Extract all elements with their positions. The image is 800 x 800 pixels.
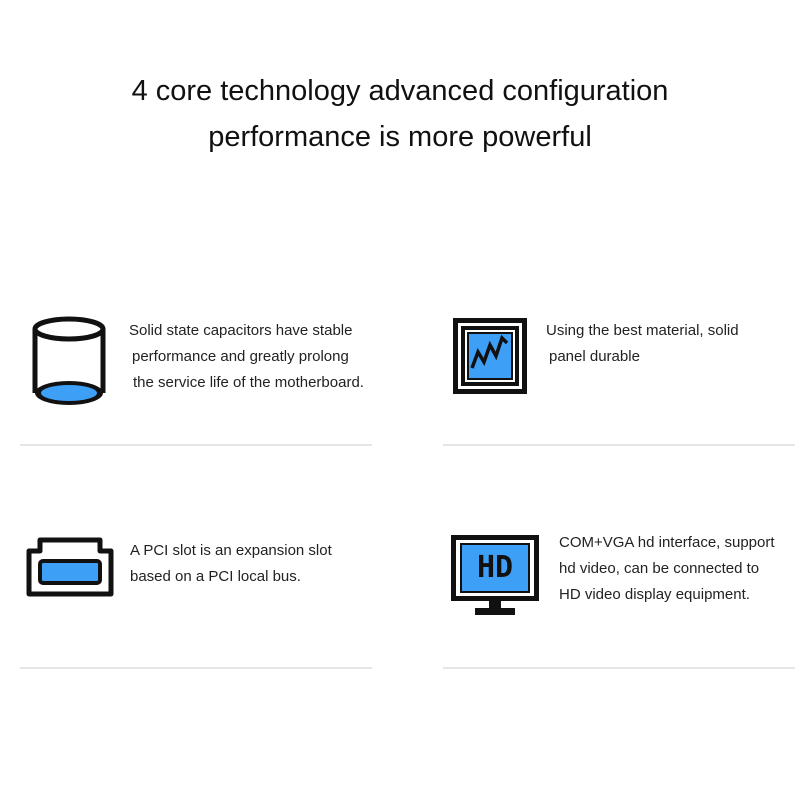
divider-left-bottom xyxy=(20,667,372,669)
divider-right-top xyxy=(443,444,795,446)
hd-desc-line-1: COM+VGA hd interface, support xyxy=(559,534,775,551)
panel-desc-line-2: panel durable xyxy=(549,348,640,365)
hd-description: COM+VGA hd interface, support hd video, … xyxy=(559,530,775,608)
capacitor-desc-line-1: Solid state capacitors have stable xyxy=(129,322,353,339)
headline: 4 core technology advanced configuration… xyxy=(0,68,800,160)
hd-desc-line-2: hd video, can be connected to xyxy=(559,560,760,577)
panel-description: Using the best material, solid panel dur… xyxy=(546,318,739,370)
pci-description: A PCI slot is an expansion slot based on… xyxy=(130,538,332,590)
capacitor-description: Solid state capacitors have stable perfo… xyxy=(129,318,364,396)
headline-line-2: performance is more powerful xyxy=(208,121,592,153)
capacitor-desc-line-2: performance and greatly prolong xyxy=(132,348,349,365)
capacitor-desc-line-3: the service life of the motherboard. xyxy=(133,374,364,391)
hd-desc-line-3: HD video display equipment. xyxy=(559,586,750,603)
capacitor-icon xyxy=(30,315,108,411)
hd-monitor-icon: HD xyxy=(451,535,539,617)
divider-left-top xyxy=(20,444,372,446)
pci-desc-line-2: based on a PCI local bus. xyxy=(130,568,301,585)
panel-desc-line-1: Using the best material, solid xyxy=(546,322,739,339)
pci-desc-line-1: A PCI slot is an expansion slot xyxy=(130,542,332,559)
divider-right-bottom xyxy=(443,667,795,669)
panel-chart-icon xyxy=(453,318,527,394)
hd-monitor-label: HD xyxy=(476,550,514,585)
pci-slot-icon xyxy=(26,537,114,597)
headline-line-1: 4 core technology advanced configuration xyxy=(131,75,669,107)
